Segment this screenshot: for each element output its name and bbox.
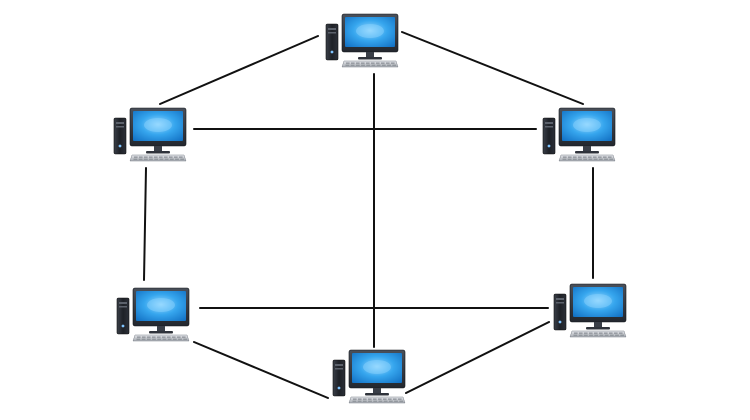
nodes-layer bbox=[113, 13, 627, 404]
computer-node-upper-right bbox=[542, 107, 616, 162]
monitor-icon bbox=[558, 107, 616, 154]
link-top-to-upper-right bbox=[401, 31, 584, 105]
computer-node-lower-right bbox=[553, 283, 627, 338]
screen bbox=[133, 111, 183, 141]
computer-node-top bbox=[325, 13, 399, 68]
keyboard-icon bbox=[348, 396, 406, 404]
link-top-to-upper-left bbox=[159, 35, 319, 105]
screen bbox=[345, 17, 395, 47]
monitor-icon bbox=[348, 349, 406, 396]
screen bbox=[562, 111, 612, 141]
tower-icon bbox=[332, 359, 346, 397]
keyboard-icon bbox=[132, 334, 190, 342]
keyboard-icon bbox=[129, 154, 187, 162]
computer-node-lower-left bbox=[116, 287, 190, 342]
tower-icon bbox=[325, 23, 339, 61]
tower-icon bbox=[542, 117, 556, 155]
link-lower-right-to-bottom bbox=[405, 321, 550, 394]
tower-icon bbox=[116, 297, 130, 335]
monitor-icon bbox=[341, 13, 399, 60]
link-upper-left-to-lower-left bbox=[143, 167, 147, 281]
keyboard-icon bbox=[558, 154, 616, 162]
monitor-icon bbox=[129, 107, 187, 154]
link-lower-left-to-bottom bbox=[193, 341, 329, 399]
links-layer bbox=[143, 31, 594, 399]
monitor-icon bbox=[132, 287, 190, 334]
computer-node-bottom bbox=[332, 349, 406, 404]
keyboard-icon bbox=[341, 60, 399, 68]
screen bbox=[352, 353, 402, 383]
tower-icon bbox=[553, 293, 567, 331]
screen bbox=[136, 291, 186, 321]
computer-node-upper-left bbox=[113, 107, 187, 162]
screen bbox=[573, 287, 623, 317]
monitor-icon bbox=[569, 283, 627, 330]
tower-icon bbox=[113, 117, 127, 155]
keyboard-icon bbox=[569, 330, 627, 338]
